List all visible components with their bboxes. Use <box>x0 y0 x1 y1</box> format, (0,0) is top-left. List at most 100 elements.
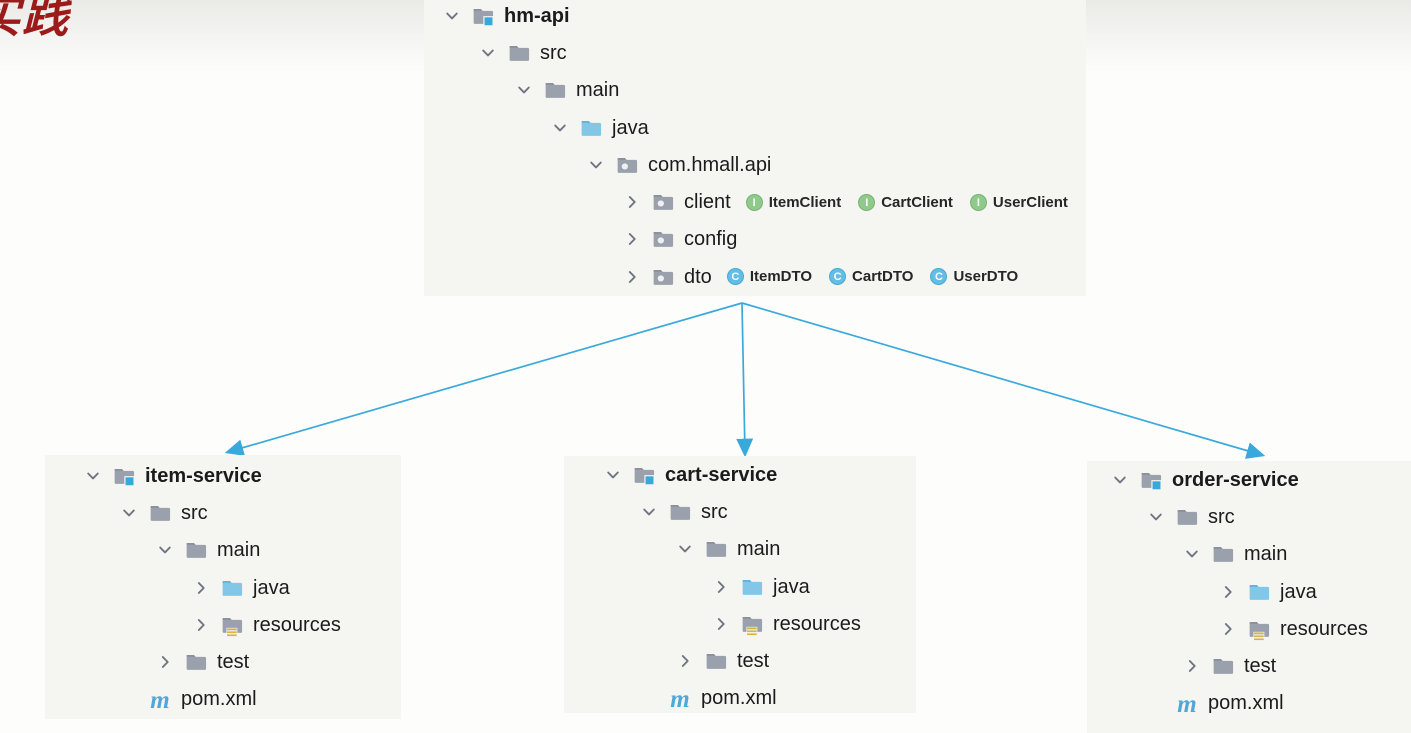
tree-row-cart-service[interactable]: cart-service <box>601 456 916 493</box>
tree-row-hm-api[interactable]: hm-api <box>440 0 1086 34</box>
maven-icon: m <box>150 687 170 715</box>
folder-icon <box>148 501 172 525</box>
tree-item-label: client <box>684 191 731 214</box>
tree-row-src[interactable]: src <box>1108 498 1411 535</box>
chevron-right-icon[interactable] <box>673 650 696 673</box>
tree-item-label: java <box>612 116 649 139</box>
tree-item-label: resources <box>253 613 341 636</box>
inline-file-label: CartDTO <box>852 268 914 286</box>
tree-item-label: com.hmall.api <box>648 153 772 176</box>
chevron-down-icon[interactable] <box>673 538 696 561</box>
class-icon: C <box>930 268 948 286</box>
folder-icon <box>668 500 692 524</box>
tree-item-label: main <box>737 538 781 561</box>
chevron-down-icon[interactable] <box>117 501 140 524</box>
chevron-placeholder <box>117 688 140 711</box>
chevron-down-icon[interactable] <box>440 4 463 27</box>
chevron-right-icon[interactable] <box>620 228 643 251</box>
chevron-right-icon[interactable] <box>620 191 643 214</box>
tree-row-java[interactable]: java <box>601 568 916 605</box>
package-folder-icon <box>615 153 639 177</box>
interface-icon: I <box>745 193 763 211</box>
chevron-right-icon[interactable] <box>709 575 732 598</box>
chevron-down-icon[interactable] <box>637 500 660 523</box>
chevron-down-icon[interactable] <box>584 153 607 176</box>
tree-row-main[interactable]: main <box>601 531 916 568</box>
chevron-down-icon[interactable] <box>1180 543 1203 566</box>
chevron-down-icon[interactable] <box>601 463 624 486</box>
resources-folder-icon <box>1247 617 1271 641</box>
tree-row-pom.xml[interactable]: m pom.xml <box>81 681 401 718</box>
chevron-right-icon[interactable] <box>1216 580 1239 603</box>
tree-row-resources[interactable]: resources <box>1108 610 1411 647</box>
tree-row-config[interactable]: config <box>440 221 1086 258</box>
folder-icon <box>1211 654 1235 678</box>
tree-row-src[interactable]: src <box>81 494 401 531</box>
chevron-down-icon[interactable] <box>1144 505 1167 528</box>
folder-icon <box>1175 505 1199 529</box>
chevron-right-icon[interactable] <box>153 651 176 674</box>
chevron-down-icon[interactable] <box>512 79 535 102</box>
tree-row-main[interactable]: main <box>81 532 401 569</box>
class-entry-UserDTO[interactable]: C UserDTO <box>930 268 1019 286</box>
maven-icon: m <box>1177 691 1197 719</box>
chevron-right-icon[interactable] <box>709 612 732 635</box>
tree-row-test[interactable]: test <box>81 643 401 680</box>
tree-item-label: src <box>1208 505 1235 528</box>
tree-row-resources[interactable]: resources <box>81 606 401 643</box>
tree-item-label: order-service <box>1172 468 1299 491</box>
tree-row-test[interactable]: test <box>601 642 916 679</box>
tree-item-label: cart-service <box>665 463 778 486</box>
chevron-right-icon[interactable] <box>189 576 212 599</box>
tree-row-src[interactable]: src <box>440 34 1086 71</box>
tree-row-com.hmall.api[interactable]: com.hmall.api <box>440 146 1086 183</box>
watermark-text: 实践 <box>0 0 70 42</box>
tree-row-java[interactable]: java <box>81 569 401 606</box>
tree-item-label: main <box>576 79 620 102</box>
tree-item-label: pom.xml <box>1208 692 1284 715</box>
tree-item-label: config <box>684 228 738 251</box>
tree-item-label: resources <box>1280 617 1368 640</box>
folder-icon <box>543 78 567 102</box>
chevron-right-icon[interactable] <box>620 265 643 288</box>
order-service-tree-panel: order-service src main java resources te… <box>1087 461 1411 733</box>
chevron-right-icon[interactable] <box>1216 617 1239 640</box>
chevron-down-icon[interactable] <box>153 539 176 562</box>
tree-row-order-service[interactable]: order-service <box>1108 461 1411 498</box>
chevron-down-icon[interactable] <box>1108 468 1131 491</box>
inline-file-label: UserDTO <box>953 268 1019 286</box>
tree-row-java[interactable]: java <box>1108 573 1411 610</box>
tree-row-main[interactable]: main <box>1108 536 1411 573</box>
chevron-down-icon[interactable] <box>548 116 571 139</box>
tree-item-label: test <box>737 650 770 673</box>
tree-item-label: src <box>181 501 208 524</box>
tree-item-label: java <box>1280 580 1317 603</box>
tree-row-main[interactable]: main <box>440 72 1086 109</box>
module-folder-icon <box>471 4 495 28</box>
tree-row-pom.xml[interactable]: m pom.xml <box>1108 685 1411 722</box>
tree-item-label: pom.xml <box>181 688 257 711</box>
chevron-right-icon[interactable] <box>1180 655 1203 678</box>
tree-row-resources[interactable]: resources <box>601 605 916 642</box>
tree-row-java[interactable]: java <box>440 109 1086 146</box>
chevron-right-icon[interactable] <box>189 613 212 636</box>
tree-row-src[interactable]: src <box>601 493 916 530</box>
module-folder-icon <box>112 464 136 488</box>
tree-item-label: test <box>1244 655 1277 678</box>
tree-row-item-service[interactable]: item-service <box>81 457 401 494</box>
inline-file-label: CartClient <box>881 193 953 211</box>
arrow-hm-api-to-item-service <box>224 302 743 456</box>
chevron-down-icon[interactable] <box>476 41 499 64</box>
chevron-down-icon[interactable] <box>81 464 104 487</box>
tree-item-label: main <box>217 539 261 562</box>
resources-folder-icon <box>740 612 764 636</box>
tree-row-test[interactable]: test <box>1108 647 1411 684</box>
